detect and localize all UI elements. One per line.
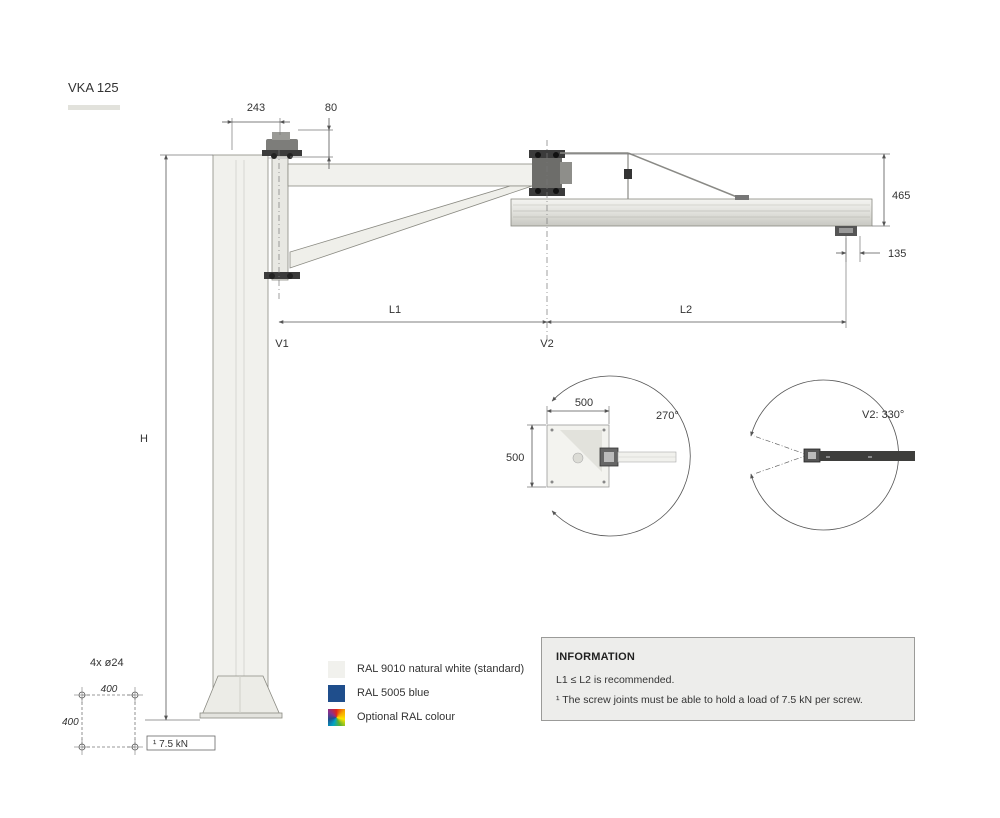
rot-angle-330: V2: 330° (862, 409, 904, 421)
swatch-white (328, 660, 345, 678)
joint-v1-top (262, 132, 302, 159)
legend-label: Optional RAL colour (357, 711, 456, 723)
dim-135-label: 135 (888, 248, 906, 260)
dim-243-label: 243 (247, 102, 265, 114)
dim-l1-l2: L1 L2 V1 V2 (275, 238, 847, 350)
label-v1: V1 (275, 338, 288, 350)
dim-80-label: 80 (325, 102, 337, 114)
rotation-view-330: V2: 330° (750, 379, 915, 531)
product-title: VKA 125 (68, 80, 119, 95)
load-note-box (146, 735, 216, 751)
dim-h-label: H (140, 433, 148, 445)
crane-rail (510, 198, 873, 236)
info-line-2: ¹ The screw joints must be able to hold … (556, 694, 863, 706)
swatch-multicolor (328, 708, 345, 726)
rotation-view-270: 500 500 270° (506, 375, 691, 537)
info-title: INFORMATION (556, 651, 635, 663)
base-spacing-y: 400 (62, 717, 79, 728)
diagonal-strut (289, 185, 533, 269)
dim-465: 465 (565, 153, 910, 227)
dim-243: 243 (222, 102, 290, 150)
rot-width-label: 500 (575, 397, 593, 409)
load-note: ¹ 7.5 kN (153, 739, 188, 750)
joint-v2 (529, 150, 572, 196)
dim-l1-label: L1 (389, 304, 401, 316)
legend-item-optional: Optional RAL colour (328, 705, 538, 729)
info-line-1: L1 ≤ L2 is recommended. (556, 674, 675, 686)
dim-l2-label: L2 (680, 304, 692, 316)
label-v2: V2 (540, 338, 553, 350)
crane-column (199, 154, 283, 719)
base-spacing-x: 400 (101, 684, 118, 695)
swatch-blue (328, 684, 345, 702)
base-holes-label: 4x ø24 (90, 657, 124, 669)
joint-v1-bottom (264, 272, 300, 279)
crane-boom (268, 155, 537, 281)
base-plate-detail: 4x ø24 400 400 ¹ 7.5 kN (62, 657, 216, 755)
rot-angle-270: 270° (656, 410, 679, 422)
color-legend: RAL 9010 natural white (standard) RAL 50… (328, 657, 538, 729)
dim-465-label: 465 (892, 190, 910, 202)
pivot-bracket (271, 155, 289, 281)
dim-80: 80 (290, 102, 337, 169)
legend-item-white: RAL 9010 natural white (standard) (328, 657, 538, 681)
rot-depth-label: 500 (506, 452, 524, 464)
legend-label: RAL 5005 blue (357, 687, 430, 699)
suspension-rod (560, 152, 749, 200)
dim-h: H (140, 154, 213, 721)
legend-label: RAL 9010 natural white (standard) (357, 663, 525, 675)
legend-item-blue: RAL 5005 blue (328, 681, 538, 705)
title-underline (68, 105, 120, 110)
information-box: INFORMATION L1 ≤ L2 is recommended. ¹ Th… (541, 637, 915, 721)
dim-135: 135 (836, 236, 906, 262)
